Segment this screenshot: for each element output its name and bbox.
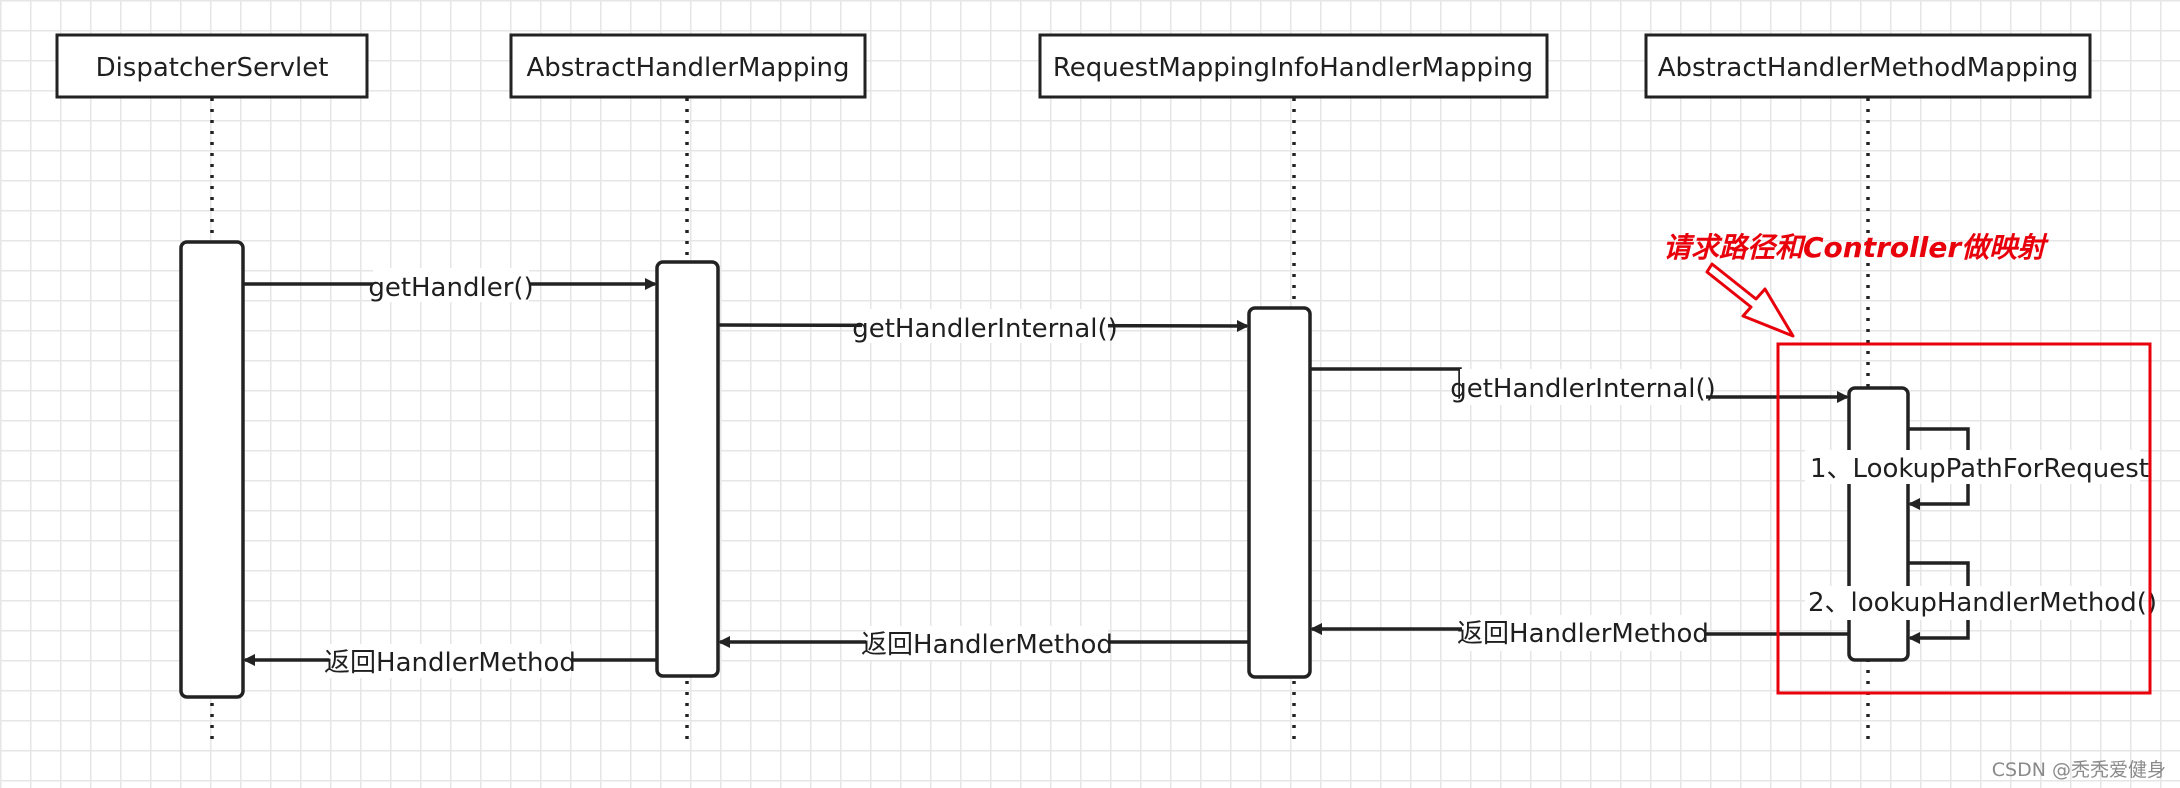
- participant-header-2[interactable]: AbstractHandlerMapping: [509, 33, 867, 99]
- activation-bar-request-mapping-info-handler-mapping: [1247, 306, 1312, 679]
- message-label-lookup-path: 1、LookupPathForRequest: [1810, 454, 2149, 484]
- participant-header-3[interactable]: RequestMappingInfoHandlerMapping: [1038, 33, 1549, 99]
- message-label-get-handler-internal-2: getHandlerInternal(): [1450, 374, 1716, 404]
- message-label-return-1: 返回HandlerMethod: [324, 648, 576, 678]
- participant-header-1[interactable]: DispatcherServlet: [55, 33, 369, 99]
- activation-bar-dispatcher-servlet: [179, 240, 245, 699]
- message-label-lookup-handler-method: 2、lookupHandlerMethod(): [1808, 588, 2157, 618]
- message-label-return-3: 返回HandlerMethod: [1457, 619, 1709, 649]
- message-label-get-handler: getHandler(): [368, 273, 533, 303]
- participant-name: RequestMappingInfoHandlerMapping: [1053, 53, 1533, 83]
- message-label-return-2: 返回HandlerMethod: [861, 630, 1113, 660]
- participant-name: DispatcherServlet: [96, 53, 329, 83]
- message-label-get-handler-internal-1: getHandlerInternal(): [852, 314, 1118, 344]
- annotation-text: 请求路径和Controller做映射: [1663, 231, 2049, 264]
- participant-header-4[interactable]: AbstractHandlerMethodMapping: [1644, 33, 2092, 99]
- activation-bar-abstract-handler-mapping: [655, 260, 720, 678]
- watermark: CSDN @秃秃爱健身: [1992, 759, 2166, 781]
- highlight-box: [1776, 342, 2152, 695]
- participant-name: AbstractHandlerMapping: [526, 53, 849, 83]
- annotation-arrow: [1705, 262, 1795, 338]
- participant-name: AbstractHandlerMethodMapping: [1658, 53, 2079, 83]
